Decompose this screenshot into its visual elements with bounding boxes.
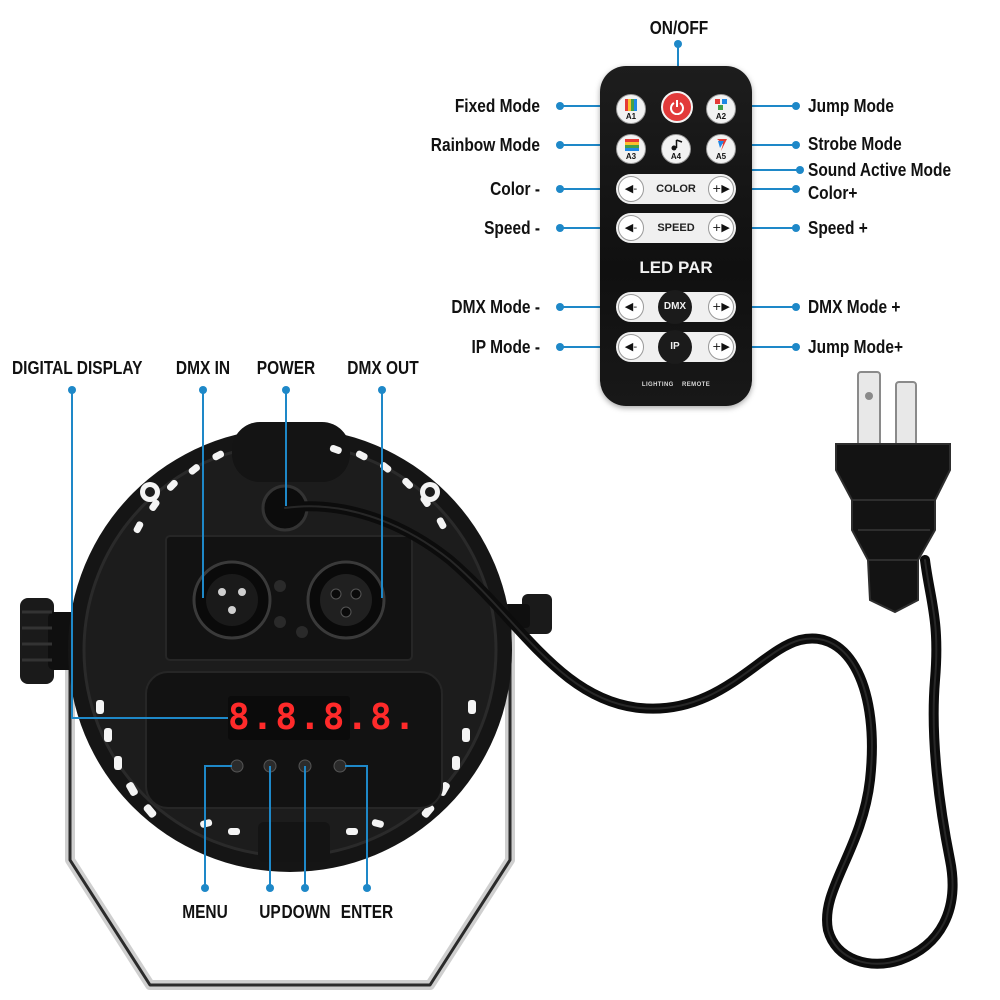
label-jump-mode-plus: Jump Mode+ [808, 337, 904, 357]
color-button-row: ◀- COLOR +▶ [616, 174, 736, 204]
color-minus-button[interactable]: ◀- [618, 176, 644, 202]
a4-label: A4 [670, 152, 682, 161]
label-enter: ENTER [340, 902, 394, 922]
label-digital-display: DIGITAL DISPLAY [12, 358, 143, 378]
dmx-in-connector [192, 560, 286, 640]
plus-glyph: + [712, 300, 722, 313]
music-note-icon [671, 139, 683, 151]
label-speed-plus: Speed + [808, 218, 868, 238]
label-dmx-out: DMX OUT [347, 358, 419, 378]
minus-glyph: - [633, 182, 638, 195]
strobe-mode-button[interactable]: A5 [706, 134, 736, 164]
plus-glyph: + [712, 340, 722, 353]
remote-title: LED PAR [639, 258, 713, 277]
callout-dots [68, 40, 804, 892]
plus-glyph: + [712, 221, 722, 234]
speed-button-row: ◀- SPEED +▶ [616, 213, 736, 243]
a2-label: A2 [715, 112, 727, 121]
on-off-button[interactable] [661, 91, 693, 123]
a1-label: A1 [625, 112, 637, 121]
rainbow-mode-button[interactable]: A3 [616, 134, 646, 164]
ip-minus-button[interactable]: ◀- [618, 334, 644, 360]
label-up: UP [259, 902, 281, 922]
minus-glyph: - [633, 340, 638, 353]
remote-footer-left: LIGHTING [641, 382, 674, 388]
label-power: POWER [256, 358, 316, 378]
minus-glyph: - [633, 300, 638, 313]
dmx-button[interactable]: DMX [658, 290, 692, 324]
plus-glyph: + [712, 182, 722, 195]
control-buttons [230, 759, 347, 773]
power-cord [261, 484, 958, 969]
remote-footer: LIGHTING REMOTE [600, 382, 752, 388]
dmx-plus-button[interactable]: +▶ [708, 294, 734, 320]
label-sound-active-mode: Sound Active Mode [808, 160, 952, 180]
label-on-off: ON/OFF [649, 18, 709, 38]
dmx-out-connector [296, 560, 386, 640]
dmx-button-row: ◀- DMX +▶ [616, 290, 736, 324]
label-menu: MENU [182, 902, 228, 922]
label-ip-mode-minus: IP Mode - [471, 337, 540, 357]
rainbow-mode-icon [625, 139, 639, 151]
ip-button[interactable]: IP [658, 330, 692, 364]
power-plug [835, 371, 951, 614]
remote-control: A1 A2 A3 A4 A5 ◀- COLOR +▶ ◀- SPEED +▶ L… [600, 66, 752, 406]
color-plus-button[interactable]: +▶ [708, 176, 734, 202]
fixed-mode-button[interactable]: A1 [616, 94, 646, 124]
label-color-minus: Color - [490, 179, 540, 199]
a5-label: A5 [715, 152, 727, 161]
a3-label: A3 [625, 152, 637, 161]
minus-glyph: - [633, 221, 638, 234]
label-dmx-in: DMX IN [175, 358, 231, 378]
label-speed-minus: Speed - [484, 218, 540, 238]
ip-plus-button[interactable]: +▶ [708, 334, 734, 360]
label-rainbow-mode: Rainbow Mode [430, 135, 540, 155]
mounting-bracket [65, 618, 515, 990]
jump-mode-button[interactable]: A2 [706, 94, 736, 124]
digital-display: 8.8.8.8. [228, 696, 418, 740]
fixed-mode-icon [625, 99, 637, 111]
dmx-minus-button[interactable]: ◀- [618, 294, 644, 320]
label-down: DOWN [281, 902, 331, 922]
strobe-mode-icon [717, 139, 727, 151]
speed-plus-button[interactable]: +▶ [708, 215, 734, 241]
label-jump-mode: Jump Mode [808, 96, 895, 116]
label-strobe-mode: Strobe Mode [808, 134, 902, 154]
power-icon [670, 100, 684, 115]
label-color-plus: Color+ [808, 183, 858, 203]
jump-mode-icon [715, 99, 727, 110]
label-fixed-mode: Fixed Mode [454, 96, 540, 116]
ip-button-row: ◀- IP +▶ [616, 330, 736, 364]
speed-minus-button[interactable]: ◀- [618, 215, 644, 241]
speed-label: SPEED [657, 222, 695, 234]
label-dmx-mode-plus: DMX Mode + [808, 297, 901, 317]
label-dmx-mode-minus: DMX Mode - [451, 297, 540, 317]
sound-active-mode-button[interactable]: A4 [661, 134, 691, 164]
color-label: COLOR [656, 183, 696, 195]
remote-footer-right: REMOTE [682, 382, 711, 388]
